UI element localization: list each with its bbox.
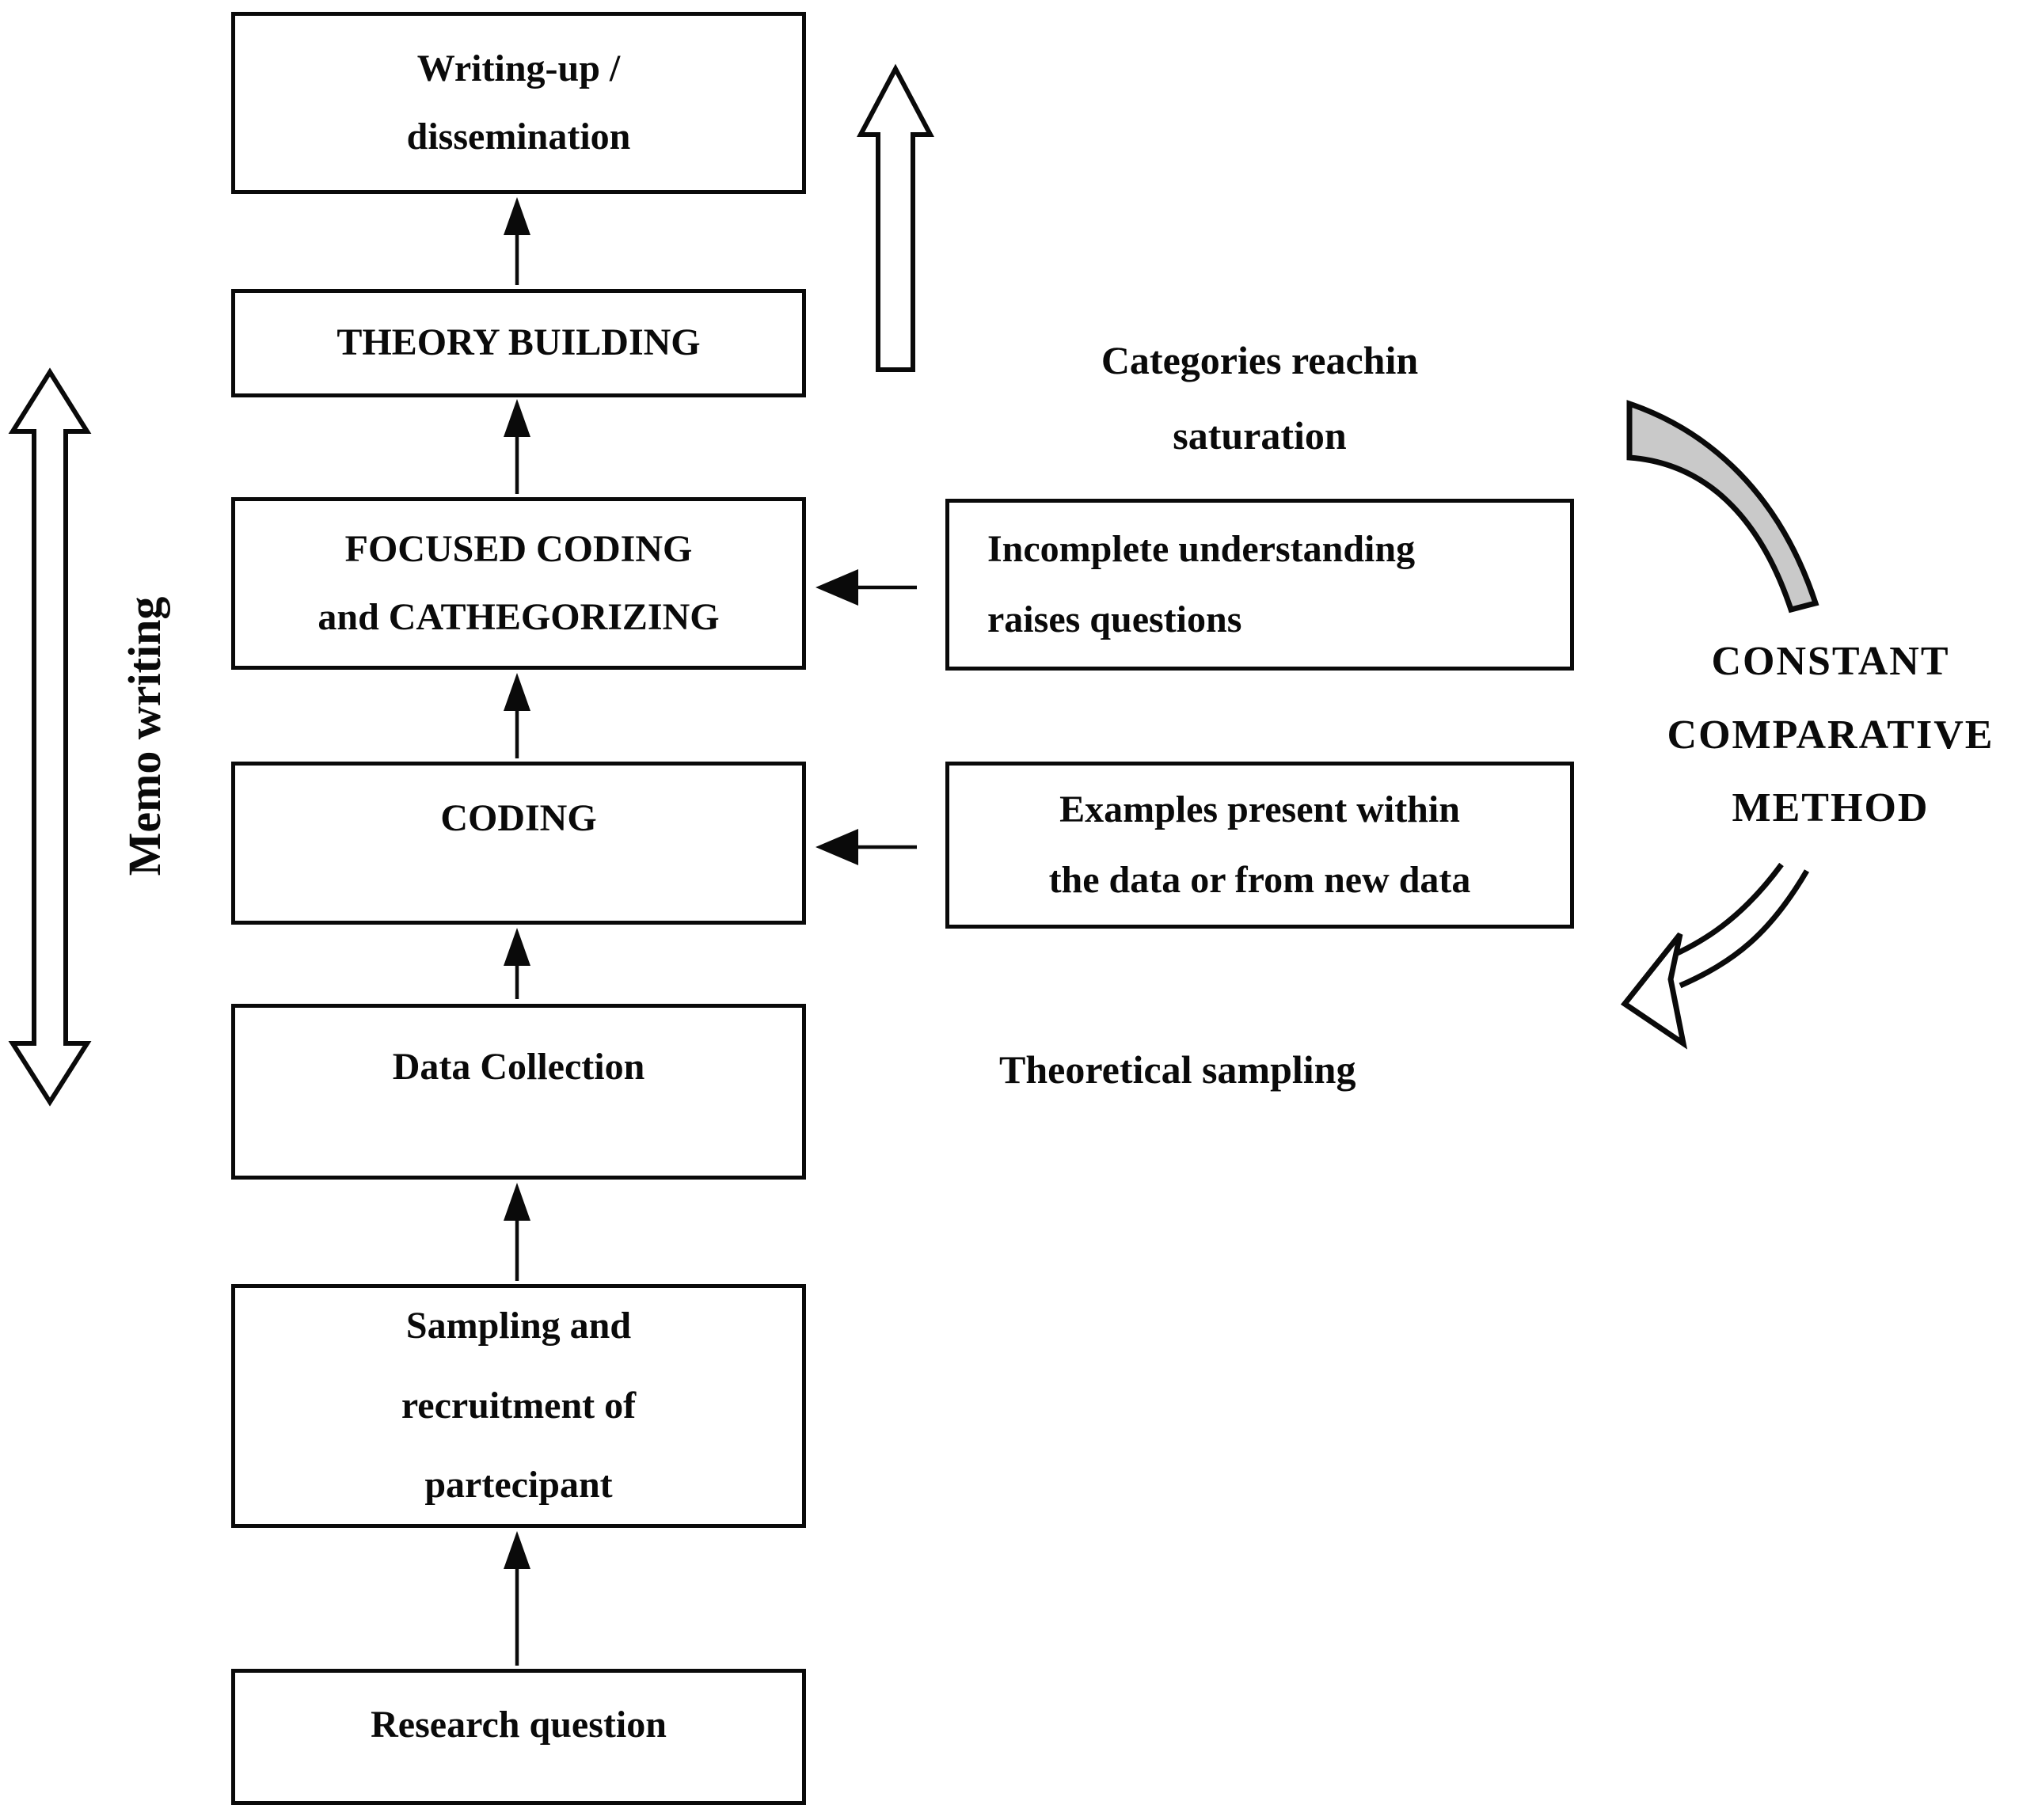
hollow-up-arrow-icon xyxy=(857,63,934,372)
double-headed-vertical-arrow-icon xyxy=(8,367,92,1107)
flow-box-sampling-recruitment-label: Sampling and recruitment of partecipant xyxy=(401,1304,637,1507)
flow-box-theory-building: THEORY BUILDING xyxy=(231,289,806,397)
categories-saturation-label: Categories reachin saturation xyxy=(1101,338,1419,458)
up-arrow-icon xyxy=(504,1531,530,1666)
flow-box-research-question: Research question xyxy=(231,1669,806,1805)
hollow-curved-arrow-icon xyxy=(1620,862,1810,1050)
flow-box-theory-building-label: THEORY BUILDING xyxy=(336,321,701,364)
side-box-incomplete-understanding-label: Incomplete understanding raises question… xyxy=(987,527,1416,640)
up-arrow-icon xyxy=(504,673,530,758)
flow-box-focused-coding-label: FOCUSED CODING and CATHEGORIZING xyxy=(317,527,720,638)
flow-box-research-question-label: Research question xyxy=(371,1703,667,1746)
flow-box-focused-coding: FOCUSED CODING and CATHEGORIZING xyxy=(231,497,806,670)
flow-box-writing-up-label: Writing-up / dissemination xyxy=(406,47,631,158)
flow-box-data-collection: Data Collection xyxy=(231,1004,806,1180)
memo-writing-label: Memo writing xyxy=(118,596,170,876)
left-arrow-icon xyxy=(816,569,917,606)
side-box-incomplete-understanding: Incomplete understanding raises question… xyxy=(945,499,1574,671)
up-arrow-icon xyxy=(504,1183,530,1281)
left-arrow-icon xyxy=(816,829,917,865)
side-box-examples-present-label: Examples present within the data or from… xyxy=(1048,788,1471,901)
flow-box-writing-up: Writing-up / dissemination xyxy=(231,12,806,194)
up-arrow-icon xyxy=(504,399,530,494)
flow-box-coding: CODING xyxy=(231,762,806,925)
flow-box-coding-label: CODING xyxy=(440,797,597,839)
gray-curved-arc-icon xyxy=(1626,400,1819,614)
constant-comparative-method-label: CONSTANT COMPARATIVE METHOD xyxy=(1667,639,1994,831)
up-arrow-icon xyxy=(504,197,530,285)
flow-box-data-collection-label: Data Collection xyxy=(392,1046,645,1088)
flow-box-sampling-recruitment: Sampling and recruitment of partecipant xyxy=(231,1284,806,1528)
side-box-examples-present: Examples present within the data or from… xyxy=(945,762,1574,929)
theoretical-sampling-label: Theoretical sampling xyxy=(999,1047,1356,1092)
up-arrow-icon xyxy=(504,928,530,999)
